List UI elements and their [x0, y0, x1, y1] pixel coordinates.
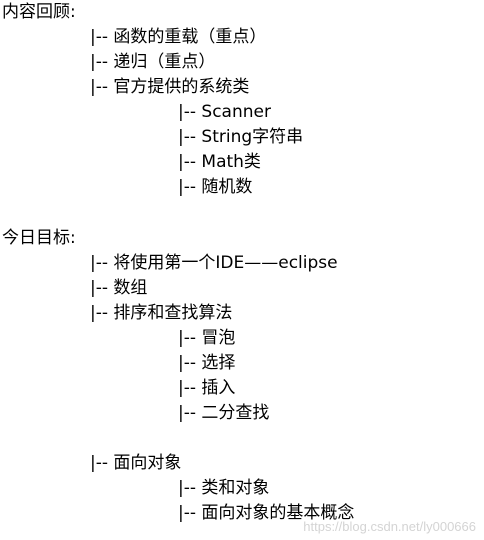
review-heading: 内容回顾:: [2, 2, 76, 22]
goals-subitem-class-object: |-- 类和对象: [178, 478, 270, 498]
goals-subitem-oop-concepts: |-- 面向对象的基本概念: [178, 503, 355, 523]
goals-item-eclipse: |-- 将使用第一个IDE——eclipse: [90, 253, 338, 273]
review-item-overloading: |-- 函数的重载（重点）: [90, 27, 267, 47]
review-item-recursion: |-- 递归（重点）: [90, 52, 216, 72]
goals-item-sort-search: |-- 排序和查找算法: [90, 303, 233, 323]
review-item-system-classes: |-- 官方提供的系统类: [90, 77, 250, 97]
goals-subitem-insertion: |-- 插入: [178, 378, 236, 398]
goals-subitem-binary-search: |-- 二分查找: [178, 403, 270, 423]
review-subitem-string: |-- String字符串: [178, 127, 304, 147]
review-subitem-math: |-- Math类: [178, 152, 261, 172]
review-subitem-random: |-- 随机数: [178, 177, 253, 197]
review-subitem-scanner: |-- Scanner: [178, 102, 271, 122]
goals-heading: 今日目标:: [2, 228, 76, 248]
goals-item-array: |-- 数组: [90, 278, 148, 298]
goals-subitem-bubble: |-- 冒泡: [178, 328, 236, 348]
goals-item-oop: |-- 面向对象: [90, 453, 182, 473]
goals-subitem-selection: |-- 选择: [178, 353, 236, 373]
watermark: https://blog.csdn.net/ly000666: [303, 519, 476, 534]
